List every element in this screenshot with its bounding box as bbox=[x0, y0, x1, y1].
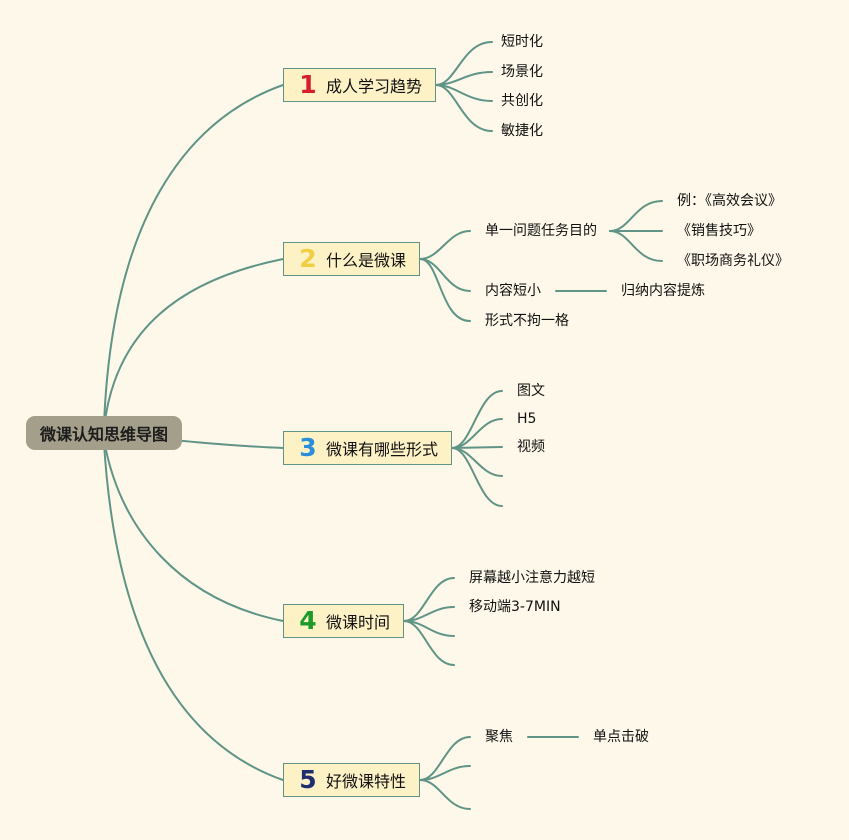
leaf-b5-1[interactable]: 聚焦 bbox=[485, 729, 513, 745]
leaf-b2-2[interactable]: 内容短小 bbox=[485, 283, 541, 299]
connector-root-branch-5 bbox=[103, 442, 284, 781]
leaf-b5-detail[interactable]: 单点击破 bbox=[593, 729, 649, 745]
connector-b2-c1 bbox=[419, 230, 471, 260]
connector-root-branch-4 bbox=[103, 439, 284, 622]
branch-label-5: 好微课特性 bbox=[326, 772, 407, 791]
leaf-b2-1[interactable]: 单一问题任务目的 bbox=[485, 223, 597, 239]
leaf-b2-example-1[interactable]: 例：《高效会议》 bbox=[677, 193, 782, 209]
leaf-b2-example-2[interactable]: 《销售技巧》 bbox=[677, 223, 761, 239]
leaf-b1-3[interactable]: 共创化 bbox=[501, 93, 543, 109]
branch-number-2: 2 bbox=[299, 244, 317, 273]
leaf-b3-3[interactable]: 视频 bbox=[517, 439, 545, 455]
branch-topic-4[interactable]: 4 微课时间 bbox=[283, 604, 404, 638]
connector-b3-c5 bbox=[451, 447, 503, 507]
connector-b2-sub-1 bbox=[609, 200, 663, 232]
branch-number-4: 4 bbox=[299, 606, 317, 635]
branch-number-5: 5 bbox=[299, 765, 317, 794]
leaf-b3-2[interactable]: H5 bbox=[517, 411, 537, 427]
connector-root-branch-2 bbox=[103, 258, 284, 429]
connector-b4-c4 bbox=[403, 620, 455, 666]
branch-number-1: 1 bbox=[299, 70, 317, 99]
connector-root-branch-1 bbox=[103, 84, 284, 426]
branch-label-1: 成人学习趋势 bbox=[326, 77, 423, 96]
branch-topic-5[interactable]: 5 好微课特性 bbox=[283, 763, 420, 797]
leaf-b1-1[interactable]: 短时化 bbox=[501, 34, 543, 50]
connector-b1-c2 bbox=[435, 71, 493, 86]
leaf-b2-summary[interactable]: 归纳内容提炼 bbox=[621, 283, 705, 299]
leaf-b4-2[interactable]: 移动端3-7MIN bbox=[469, 599, 561, 615]
connector-b1-c4 bbox=[435, 84, 493, 132]
leaf-b3-1[interactable]: 图文 bbox=[517, 383, 545, 399]
branch-label-4: 微课时间 bbox=[326, 613, 391, 632]
connector-b5-c3 bbox=[419, 779, 471, 810]
leaf-b1-2[interactable]: 场景化 bbox=[501, 64, 543, 80]
branch-number-3: 3 bbox=[299, 433, 317, 462]
connector-b3-c2 bbox=[451, 418, 503, 449]
branch-topic-2[interactable]: 2 什么是微课 bbox=[283, 242, 420, 276]
branch-label-3: 微课有哪些形式 bbox=[326, 440, 439, 459]
connector-b3-c3 bbox=[451, 446, 503, 449]
leaf-b4-1[interactable]: 屏幕越小注意力越短 bbox=[469, 570, 595, 586]
branch-topic-1[interactable]: 1 成人学习趋势 bbox=[283, 68, 436, 102]
connector-b2-c3 bbox=[419, 258, 471, 322]
leaf-b1-4[interactable]: 敏捷化 bbox=[501, 123, 543, 139]
leaf-b2-3[interactable]: 形式不拘一格 bbox=[485, 313, 569, 329]
connector-b2-sub-3 bbox=[609, 230, 663, 262]
root-topic[interactable]: 微课认知思维导图 bbox=[26, 416, 182, 450]
branch-topic-3[interactable]: 3 微课有哪些形式 bbox=[283, 431, 452, 465]
leaf-b2-example-3[interactable]: 《职场商务礼仪》 bbox=[677, 253, 789, 269]
branch-label-2: 什么是微课 bbox=[326, 251, 407, 270]
